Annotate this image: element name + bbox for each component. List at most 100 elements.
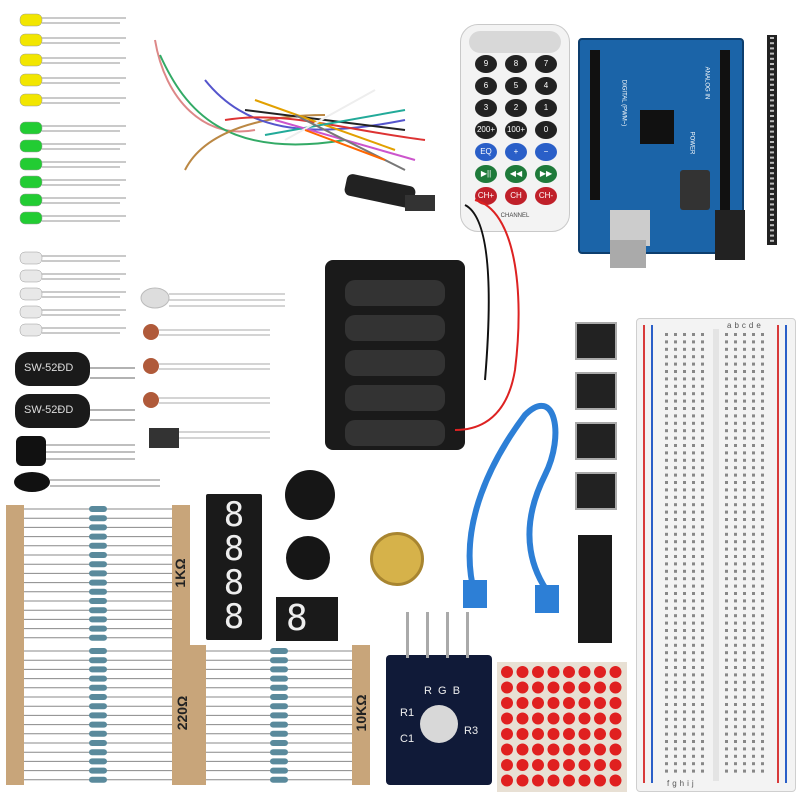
remote-key[interactable]: 5 xyxy=(505,77,527,95)
remote-key[interactable]: − xyxy=(535,143,557,161)
breadboard-hole xyxy=(725,444,728,447)
breadboard-hole xyxy=(701,636,704,640)
breadboard-hole xyxy=(761,518,764,521)
photoresistors xyxy=(140,287,285,448)
breadboard-hole xyxy=(674,510,677,514)
breadboard-hole xyxy=(665,651,668,655)
breadboard-hole xyxy=(752,732,755,736)
breadboard-hole xyxy=(692,762,695,766)
remote-key[interactable]: 200+ xyxy=(475,121,497,139)
breadboard-hole xyxy=(692,621,695,625)
breadboard-hole xyxy=(674,525,677,529)
breadboard-hole xyxy=(752,384,755,388)
remote-key[interactable]: 0 xyxy=(535,121,557,139)
breadboard-hole xyxy=(674,621,677,625)
breadboard-hole xyxy=(692,436,695,440)
remote-key[interactable]: 7 xyxy=(535,55,557,73)
breadboard-hole xyxy=(701,473,704,477)
breadboard-hole xyxy=(692,577,695,581)
breadboard-hole xyxy=(674,407,677,410)
breadboard-hole xyxy=(743,658,746,662)
breadboard-hole xyxy=(743,710,746,714)
breadboard-hole xyxy=(725,762,728,766)
breadboard-hole xyxy=(683,658,686,662)
breadboard-hole xyxy=(761,592,764,595)
header-pin xyxy=(770,115,774,117)
remote-key[interactable]: 1 xyxy=(535,99,557,117)
resistor xyxy=(24,776,172,783)
breadboard-hole xyxy=(683,333,686,336)
breadboard-hole xyxy=(725,629,728,632)
breadboard-hole xyxy=(752,399,755,403)
remote-key[interactable]: 100+ xyxy=(505,121,527,139)
led xyxy=(19,211,126,225)
breadboard-hole xyxy=(665,584,668,588)
breadboard-hole xyxy=(665,680,668,684)
breadboard-hole xyxy=(743,592,746,595)
breadboard-hole xyxy=(692,532,695,536)
breadboard-hole xyxy=(734,747,737,751)
breadboard-hole xyxy=(761,421,764,425)
breadboard-hole xyxy=(734,362,737,366)
remote-key[interactable]: 9 xyxy=(475,55,497,73)
breadboard-hole xyxy=(692,347,695,351)
breadboard-hole xyxy=(692,680,695,684)
remote-key[interactable]: 3 xyxy=(475,99,497,117)
breadboard-hole xyxy=(725,540,728,544)
resistor xyxy=(24,694,172,700)
remote-key[interactable]: 6 xyxy=(475,77,497,95)
capacitor-2-label: SW-52ÐD xyxy=(24,404,74,416)
matrix-led xyxy=(516,728,529,740)
breadboard-hole xyxy=(683,592,686,595)
resistor xyxy=(24,712,172,719)
remote-key[interactable]: ▶|| xyxy=(475,165,497,183)
breadboard-hole xyxy=(734,658,737,662)
breadboard-hole xyxy=(701,703,704,706)
breadboard-hole xyxy=(734,673,737,677)
breadboard-hole xyxy=(761,606,764,610)
breadboard-hole xyxy=(665,407,668,410)
remote-key[interactable]: ▶▶ xyxy=(535,165,557,183)
matrix-led xyxy=(547,712,560,725)
breadboard-hole xyxy=(743,451,746,455)
remote-key[interactable]: CH+ xyxy=(475,187,497,205)
breadboard-hole xyxy=(692,555,695,558)
breadboard-hole xyxy=(665,466,668,470)
breadboard-hole xyxy=(674,421,677,425)
breadboard-hole xyxy=(665,569,668,573)
matrix-led xyxy=(516,697,529,709)
breadboard-hole xyxy=(683,481,686,484)
breadboard-hole xyxy=(725,384,728,388)
breadboard-hole xyxy=(701,355,704,359)
breadboard-hole xyxy=(692,725,695,729)
breadboard-hole xyxy=(683,651,686,655)
remote-key[interactable]: 8 xyxy=(505,55,527,73)
breadboard-hole xyxy=(683,377,686,381)
breadboard-hole xyxy=(743,562,746,566)
breadboard-hole xyxy=(761,407,764,410)
breadboard-hole xyxy=(674,577,677,581)
breadboard-hole xyxy=(743,651,746,655)
breadboard-hole xyxy=(692,444,695,447)
matrix-led xyxy=(563,728,575,740)
breadboard-hole xyxy=(692,488,695,492)
buzzer-2 xyxy=(286,536,330,580)
remote-key[interactable]: 2 xyxy=(505,99,527,117)
remote-key[interactable]: EQ xyxy=(475,143,497,161)
breadboard-hole xyxy=(752,754,755,758)
breadboard-hole xyxy=(665,769,668,773)
matrix-led xyxy=(547,681,560,694)
remote-key[interactable]: + xyxy=(505,143,527,161)
remote-key[interactable]: CH- xyxy=(535,187,557,205)
remote-key[interactable]: 4 xyxy=(535,77,557,95)
breadboard-hole xyxy=(752,680,755,684)
breadboard-hole xyxy=(701,747,704,751)
breadboard-hole xyxy=(743,384,746,388)
capacitor-1-label: SW-52ÐD xyxy=(24,362,74,374)
remote-key[interactable]: CH xyxy=(505,187,527,205)
breadboard-hole xyxy=(743,577,746,581)
breadboard-hole xyxy=(725,680,728,684)
remote-key[interactable]: ◀◀ xyxy=(505,165,527,183)
breadboard-hole xyxy=(743,429,746,433)
breadboard-hole xyxy=(701,540,704,544)
